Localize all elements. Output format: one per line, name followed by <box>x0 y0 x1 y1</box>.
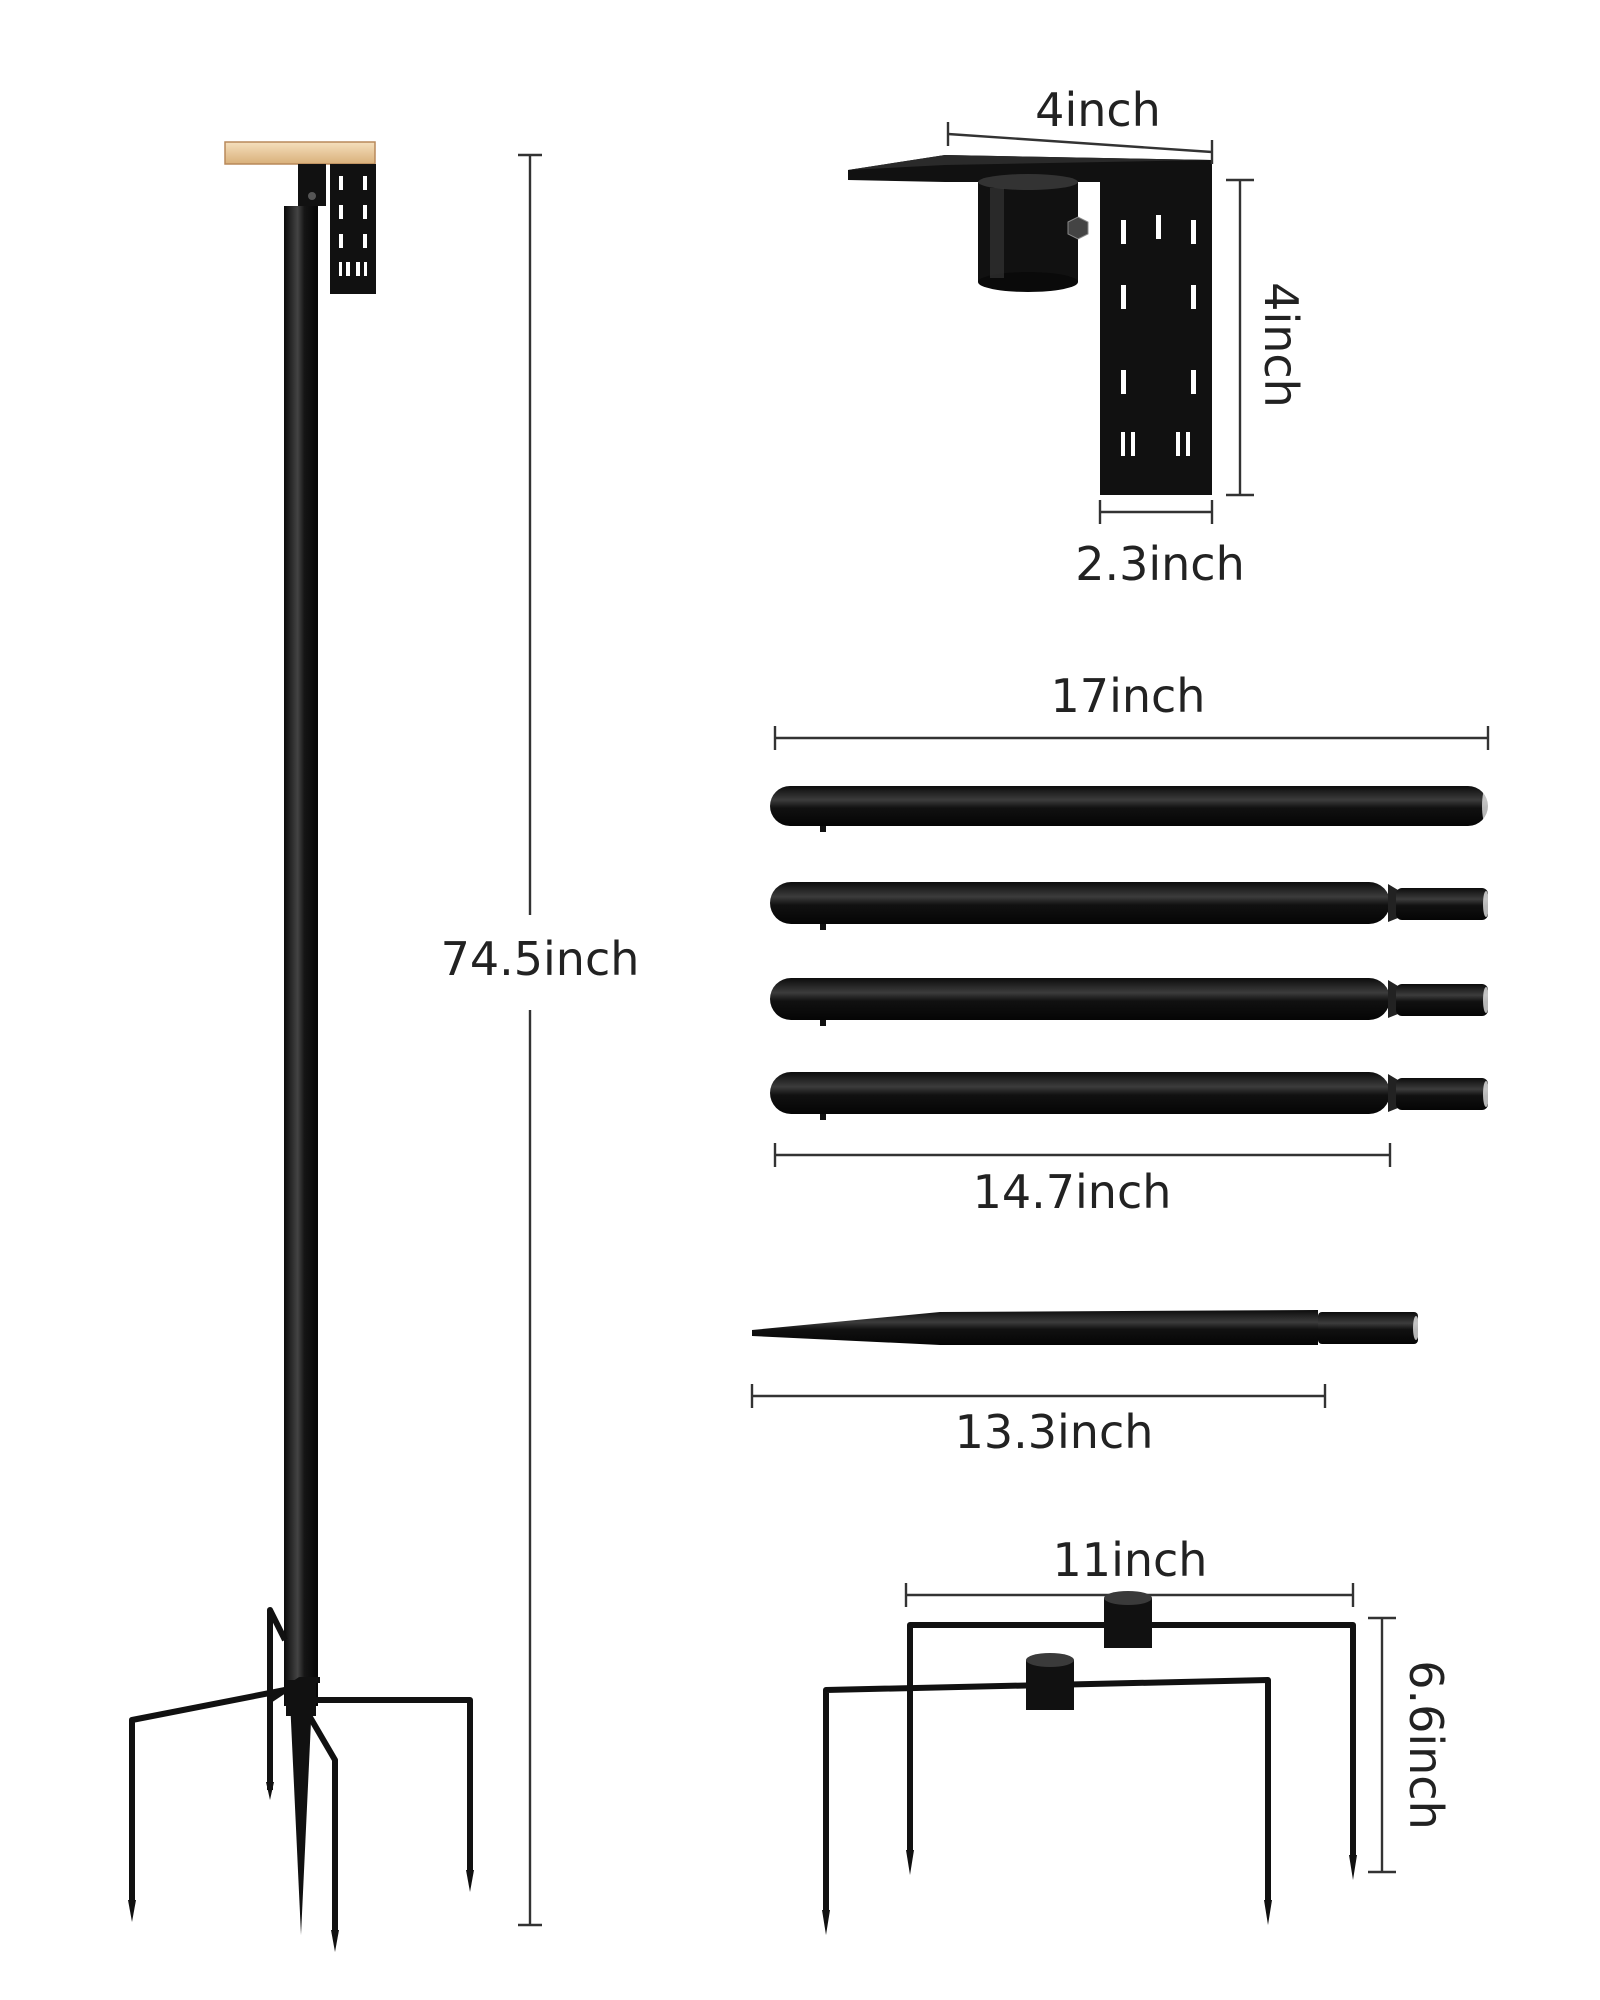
bracket-plate-width-dimension: 2.3inch <box>1075 500 1245 591</box>
bracket-height-label: 4inch <box>1254 282 1308 408</box>
tube-2 <box>770 882 1489 930</box>
tube-length-label: 17inch <box>1051 669 1206 723</box>
extension-tubes <box>770 786 1490 1120</box>
pole-height-dimension: 74.5inch <box>441 153 640 1927</box>
base-fork-front <box>823 1677 1271 1915</box>
mounting-bracket <box>848 155 1212 495</box>
tube-3 <box>770 978 1489 1026</box>
bracket-height-dimension: 4inch <box>1226 178 1308 497</box>
tube-1 <box>770 786 1490 832</box>
pole-spike <box>290 1700 312 1935</box>
pole-base-prongs <box>129 1607 473 1935</box>
bracket-plate-width-label: 2.3inch <box>1075 537 1245 591</box>
assembled-pole <box>128 141 474 1952</box>
tube-body-length-label: 14.7inch <box>973 1165 1172 1219</box>
wood-post-top <box>224 141 376 165</box>
base-fork-back <box>907 1622 1356 1860</box>
pole-height-label: 74.5inch <box>441 932 640 986</box>
spike-length-label: 13.3inch <box>955 1405 1154 1459</box>
base-height-dimension: 6.6inch <box>1368 1616 1453 1874</box>
mounted-bracket-plate <box>330 164 376 294</box>
bracket-width-label: 4inch <box>1035 83 1161 137</box>
tube-body-dimension: 14.7inch <box>773 1143 1392 1219</box>
spike-length-dimension: 13.3inch <box>750 1384 1327 1459</box>
base-forks <box>822 1591 1357 1935</box>
ground-spike <box>752 1310 1419 1345</box>
tube-17inch-dimension: 17inch <box>773 669 1490 750</box>
main-pole <box>284 206 318 1706</box>
tube-4 <box>770 1072 1489 1120</box>
base-height-label: 6.6inch <box>1399 1660 1453 1830</box>
base-width-label: 11inch <box>1053 1533 1208 1587</box>
bracket-width-dimension: 4inch <box>946 83 1214 164</box>
